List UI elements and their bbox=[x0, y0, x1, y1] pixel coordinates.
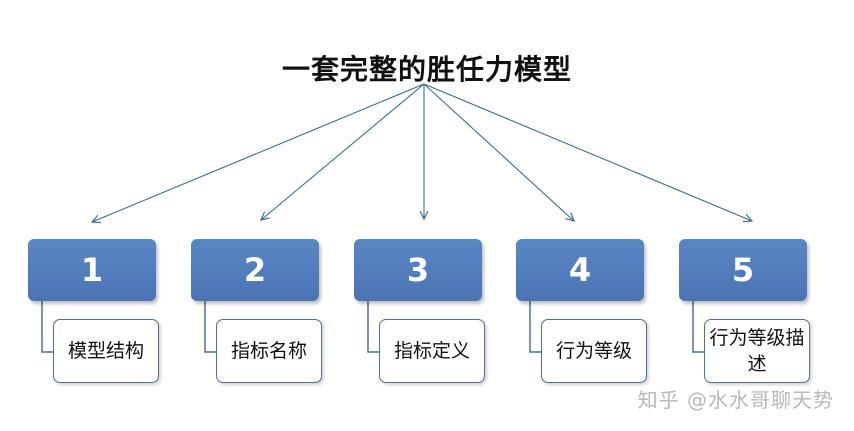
arrow-2 bbox=[261, 83, 425, 220]
connector-1 bbox=[41, 301, 53, 353]
number-box-5: 5 bbox=[679, 239, 807, 301]
label-box-2: 指标名称 bbox=[216, 319, 322, 383]
arrow-1 bbox=[92, 83, 425, 222]
connector-3 bbox=[367, 301, 379, 353]
label-box-4: 行为等级 bbox=[541, 319, 647, 383]
number-box-2: 2 bbox=[191, 239, 319, 301]
connector-4 bbox=[529, 301, 541, 353]
label-box-1: 模型结构 bbox=[53, 319, 159, 383]
diagram-title: 一套完整的胜任力模型 bbox=[281, 53, 572, 86]
number-box-3: 3 bbox=[354, 239, 482, 301]
label-box-3: 指标定义 bbox=[379, 319, 485, 383]
number-box-1: 1 bbox=[28, 239, 156, 301]
watermark: 知乎 @水水哥聊天势 bbox=[637, 388, 834, 412]
connector-2 bbox=[204, 301, 216, 353]
connector-5 bbox=[692, 301, 704, 353]
label-box-5: 行为等级描述 bbox=[704, 319, 810, 383]
arrow-4 bbox=[423, 83, 574, 221]
arrow-5 bbox=[423, 83, 752, 221]
number-box-4: 4 bbox=[516, 239, 644, 301]
